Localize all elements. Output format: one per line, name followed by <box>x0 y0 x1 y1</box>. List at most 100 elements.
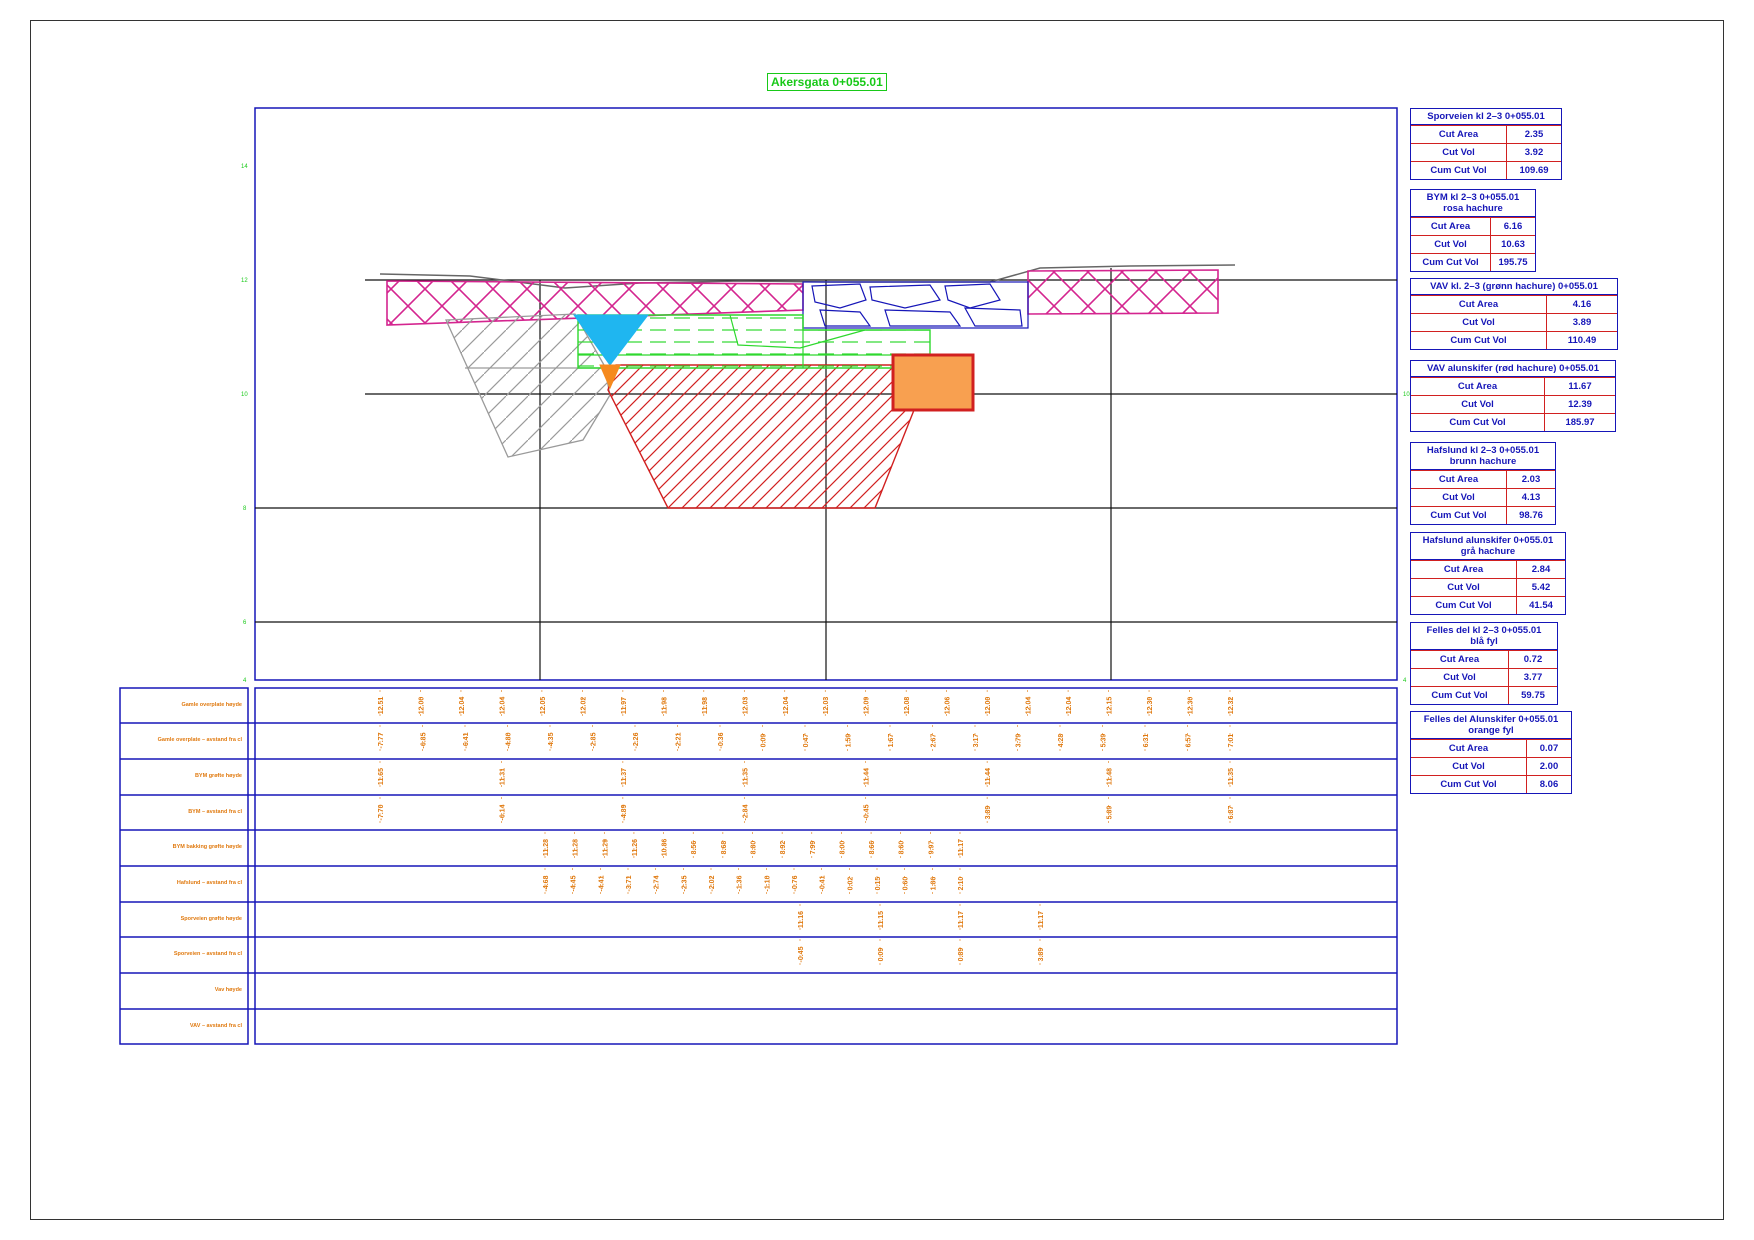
data-band-separators <box>120 722 1397 1010</box>
cum-cut-vol-value: 59.75 <box>1521 690 1545 701</box>
data-band-label: Sporveien – avstand fra cl <box>173 951 242 957</box>
data-band-value: 1.86 <box>930 877 937 891</box>
data-band-value: 10.86 <box>662 839 669 857</box>
bym-pink-hachure-right <box>1027 269 1219 315</box>
cut-vol-label: Cut Vol <box>1411 579 1517 596</box>
cum-cut-vol-label: Cum Cut Vol <box>1411 332 1547 349</box>
data-band-value: -2.84 <box>742 804 749 820</box>
data-band-value: 8.92 <box>780 841 787 855</box>
data-band-value: -2.21 <box>676 732 683 748</box>
data-band-value: 12.06 <box>945 697 952 715</box>
data-band-value: 1.67 <box>888 734 895 748</box>
cut-vol-label: Cut Vol <box>1411 236 1491 253</box>
data-band-value: -2.02 <box>709 875 716 891</box>
data-band-value: 12.08 <box>904 697 911 715</box>
data-band-value: 8.00 <box>839 841 846 855</box>
data-band-value: 11.17 <box>958 911 965 928</box>
data-band-value: 7.99 <box>810 841 817 855</box>
cut-area-value: 2.84 <box>1531 564 1551 575</box>
data-band-value: 12.30 <box>1147 697 1154 715</box>
data-band-value: 11.37 <box>621 768 628 785</box>
cum-cut-vol-value: 8.06 <box>1539 779 1559 790</box>
data-band-value: -2.26 <box>633 732 640 748</box>
data-band-value: -0.45 <box>798 946 805 962</box>
data-band-value: 12.04 <box>459 697 466 715</box>
cut-area-value: 2.35 <box>1524 129 1544 140</box>
cut-area-label: Cut Area <box>1411 218 1491 235</box>
cut-area-value: 6.16 <box>1503 221 1523 232</box>
data-band-value: -7.77 <box>378 732 385 748</box>
data-band-value: 5.89 <box>1107 806 1114 820</box>
data-band-value: 9.97 <box>928 841 935 855</box>
volume-table-heading: VAV alunskifer (rød hachure) 0+055.01 <box>1411 361 1615 377</box>
cut-area-value: 0.07 <box>1539 743 1559 754</box>
data-band-value: -6.85 <box>421 732 428 748</box>
data-band-value: 3.79 <box>1016 734 1023 748</box>
data-band-value: 11.28 <box>543 839 550 856</box>
data-band-value: 11.29 <box>602 839 609 856</box>
cum-cut-vol-value: 109.69 <box>1519 165 1549 176</box>
y-axis-label: 10 <box>241 392 248 398</box>
data-band-label: Gamle overplate høyde <box>181 702 242 708</box>
cum-cut-vol-label: Cum Cut Vol <box>1411 597 1517 614</box>
data-band-value: 0.09 <box>761 734 768 748</box>
vav-red-hachure <box>607 364 921 509</box>
data-band-value: 11.97 <box>621 697 628 714</box>
cut-area-value: 11.67 <box>1568 381 1592 392</box>
data-band-label: BYM bakking grøfte høyde <box>172 844 242 850</box>
data-band-value: -0.36 <box>718 732 725 748</box>
cum-cut-vol-label: Cum Cut Vol <box>1411 254 1491 271</box>
data-band-value: 12.00 <box>985 697 992 715</box>
cut-vol-value: 3.77 <box>1523 672 1543 683</box>
data-band-value: 12.30 <box>1188 697 1195 715</box>
data-band-value: -4.41 <box>598 875 605 891</box>
cut-area-label: Cut Area <box>1411 378 1545 395</box>
data-band-value: 3.17 <box>973 734 980 748</box>
cut-area-value: 2.03 <box>1521 474 1541 485</box>
data-band-value: 12.04 <box>1066 697 1073 715</box>
cut-area-label: Cut Area <box>1411 296 1547 313</box>
data-band-value: 0.47 <box>803 734 810 748</box>
data-band-value: 0.60 <box>903 877 910 891</box>
cut-area-value: 4.16 <box>1572 299 1592 310</box>
data-band-value: -4.80 <box>506 732 513 748</box>
cut-vol-value: 5.42 <box>1531 582 1551 593</box>
data-band-value: 11.35 <box>1228 768 1235 785</box>
data-band-value: -7.70 <box>378 804 385 820</box>
data-band-value: 11.28 <box>573 839 580 856</box>
cut-vol-label: Cut Vol <box>1411 669 1509 686</box>
data-band-value: 12.09 <box>864 697 871 715</box>
data-band-value: 2.10 <box>958 877 965 891</box>
data-band-value: -6.14 <box>499 804 506 820</box>
data-band-value: 0.15 <box>875 877 882 891</box>
data-band-value: 12.04 <box>783 697 790 715</box>
cut-area-label: Cut Area <box>1411 126 1507 143</box>
cut-vol-value: 3.92 <box>1524 147 1544 158</box>
data-band-value: -2.35 <box>681 875 688 891</box>
data-band-value: 11.31 <box>499 768 506 785</box>
cum-cut-vol-label: Cum Cut Vol <box>1411 687 1509 704</box>
data-band-value: -4.68 <box>543 875 550 891</box>
data-band-value: 11.48 <box>1107 768 1114 785</box>
data-band-value: 3.89 <box>985 806 992 820</box>
y-axis-label: 6 <box>243 620 247 626</box>
right-axis-label: 4 <box>1403 678 1407 684</box>
data-band-value: 11.44 <box>864 768 871 785</box>
data-band-value: 3.89 <box>1038 948 1045 962</box>
cut-vol-value: 2.00 <box>1539 761 1559 772</box>
cut-vol-label: Cut Vol <box>1411 489 1507 506</box>
cobble-area <box>802 281 1029 329</box>
data-band-value: 8.80 <box>751 841 758 855</box>
data-band-label: Gamle overplate – avstand fra cl <box>157 737 242 743</box>
cum-cut-vol-value: 185.97 <box>1565 417 1595 428</box>
cum-cut-vol-value: 110.49 <box>1567 335 1597 346</box>
volume-table-vav-gronn: VAV kl. 2–3 (grønn hachure) 0+055.01 Cut… <box>1410 278 1618 350</box>
data-band-value: -3.71 <box>626 875 633 891</box>
data-band-label: Sporveien grøfte høyde <box>180 916 242 922</box>
